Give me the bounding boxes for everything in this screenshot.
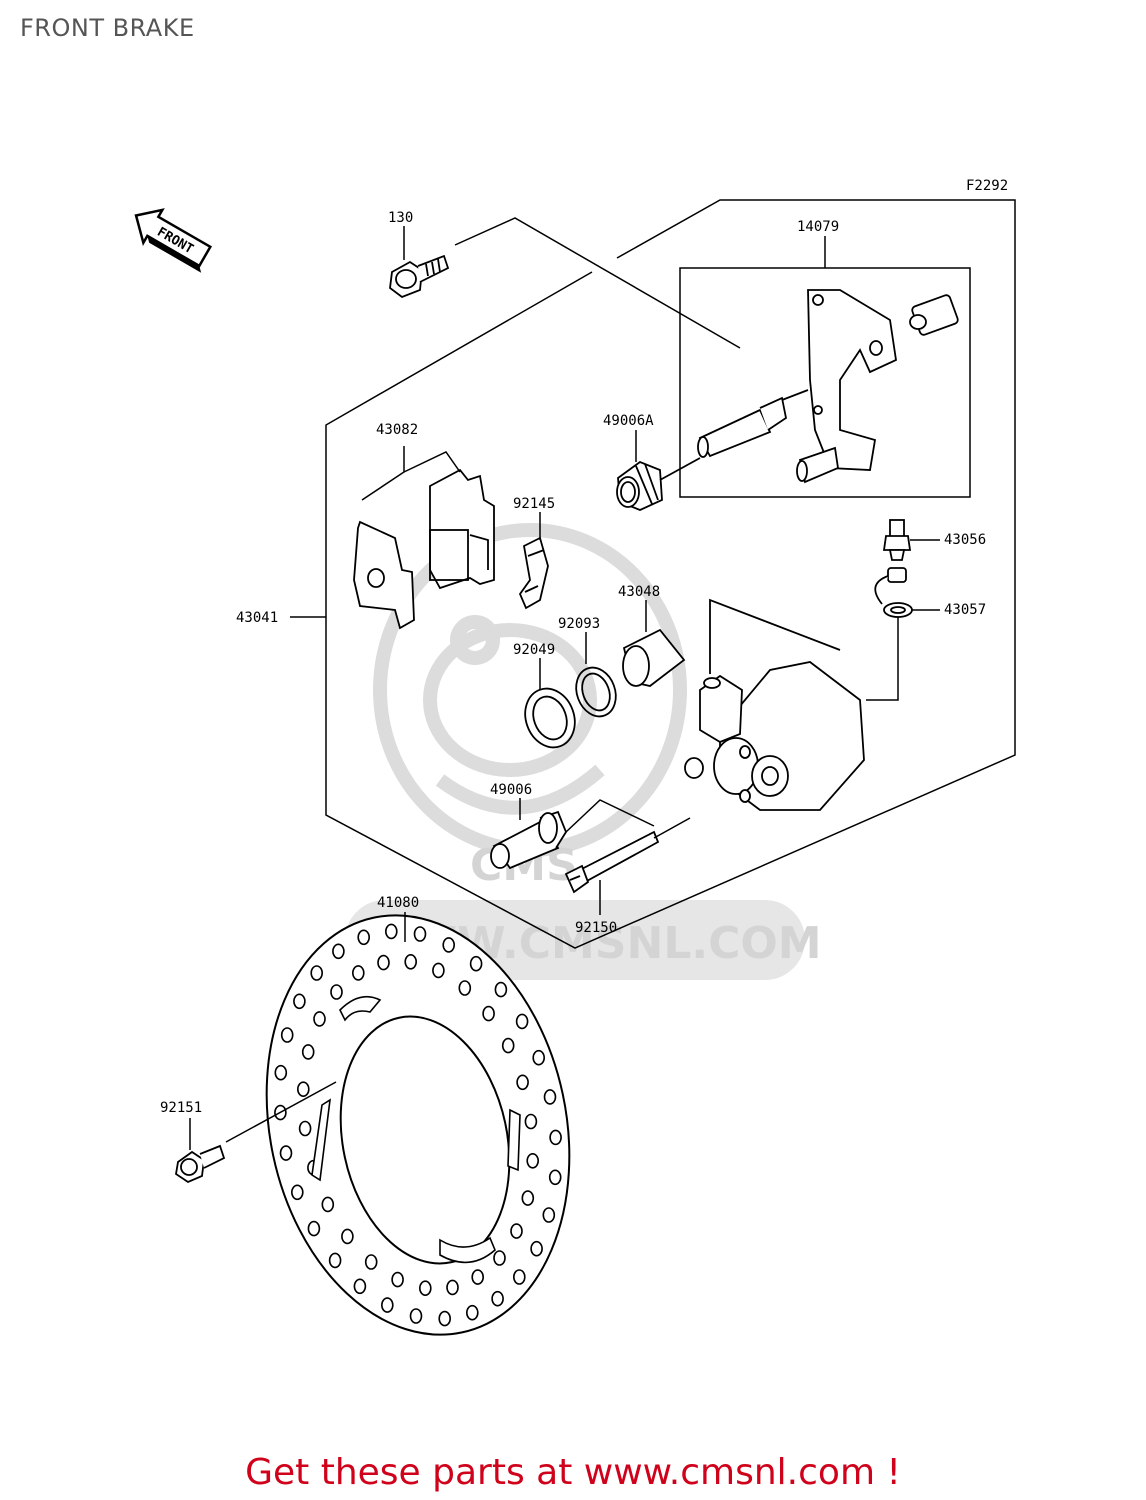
pin-bolt-92150	[564, 830, 660, 894]
label-92093: 92093	[558, 616, 600, 632]
disc-hole	[526, 1153, 540, 1169]
disc-hole	[351, 965, 365, 981]
label-14079: 14079	[797, 219, 839, 235]
footer-cta-link[interactable]: Get these parts at www.cmsnl.com !	[245, 1452, 901, 1493]
exploded-parts-diagram: CMS WWW.CMSNL.COM F2292 FRONT 130	[134, 178, 1016, 1336]
boot-49006A	[616, 457, 701, 511]
pad-spring-92145	[518, 536, 549, 610]
disc-hole	[357, 929, 371, 946]
disc-hole	[364, 1254, 378, 1270]
disc-hole	[501, 1037, 515, 1054]
disc-hole	[310, 965, 324, 981]
disc-hole	[353, 1278, 367, 1295]
disc-hole	[521, 1190, 535, 1206]
label-41080: 41080	[377, 895, 419, 911]
label-49006: 49006	[490, 782, 532, 798]
disc-hole	[298, 1120, 312, 1137]
disc-hole	[530, 1240, 543, 1257]
label-130: 130	[388, 210, 413, 226]
disc-hole	[330, 984, 343, 1000]
seal-92093	[575, 666, 617, 718]
label-49006A: 49006A	[603, 413, 654, 429]
disc-hole	[510, 1223, 523, 1239]
disc-hole	[516, 1074, 529, 1091]
disc-hole	[465, 1304, 479, 1321]
disc-hole	[409, 1308, 423, 1324]
disc-hole	[446, 1279, 459, 1296]
label-92151: 92151	[160, 1100, 202, 1116]
disc-hole	[482, 1005, 495, 1022]
disc-hole	[442, 937, 456, 953]
brake-pads-43082	[353, 468, 495, 630]
disc-hole	[279, 1145, 293, 1161]
caliper-assembly-outline	[325, 199, 1016, 949]
disc-hole	[307, 1220, 321, 1237]
disc-hole	[515, 1013, 529, 1030]
disc-hole	[512, 1269, 526, 1285]
disc-hole	[549, 1129, 562, 1146]
label-92049: 92049	[513, 642, 555, 658]
disc-hole	[548, 1169, 562, 1186]
disc-hole	[321, 1196, 335, 1213]
disc-hole	[471, 1269, 485, 1285]
label-92145: 92145	[513, 496, 555, 512]
cap-43057	[874, 567, 913, 618]
disc-hole	[432, 962, 445, 979]
disc-hole	[494, 981, 508, 998]
bolt-92151	[175, 1144, 226, 1184]
label-43082: 43082	[376, 422, 418, 438]
label-43056: 43056	[944, 532, 986, 548]
disc-hole	[280, 1027, 294, 1043]
disc-hole	[384, 923, 398, 940]
disc-hole	[293, 993, 306, 1010]
label-92150: 92150	[575, 920, 617, 936]
page-title: FRONT BRAKE	[20, 14, 195, 42]
disc-hole	[391, 1271, 404, 1288]
piston-43048	[622, 628, 686, 687]
disc-hole	[296, 1081, 310, 1097]
disc-hole	[313, 1011, 326, 1027]
bolt-130	[389, 254, 450, 299]
disc-hole	[469, 955, 483, 972]
disc-hole	[377, 954, 390, 971]
disc-hole	[532, 1049, 546, 1066]
disc-hole	[413, 926, 427, 942]
bleed-valve-43056	[882, 519, 912, 561]
disc-hole	[458, 980, 472, 996]
figure-code: F2292	[966, 178, 1008, 194]
disc-hole	[542, 1207, 556, 1223]
disc-hole	[332, 943, 345, 960]
disc-hole	[543, 1089, 557, 1105]
disc-hole	[404, 953, 418, 970]
disc-hole	[290, 1184, 304, 1201]
disc-hole	[493, 1250, 506, 1266]
disc-hole	[301, 1044, 315, 1060]
disc-hole	[438, 1310, 452, 1327]
brake-disc-41080	[265, 914, 571, 1336]
guide-pin-49006	[490, 810, 568, 870]
disc-hole	[491, 1290, 504, 1307]
disc-hole	[524, 1113, 538, 1130]
front-arrow-icon: FRONT	[134, 208, 213, 273]
disc-hole	[274, 1064, 288, 1081]
caliper-bracket-14079	[697, 289, 959, 484]
caliper-body	[684, 598, 865, 811]
label-43041: 43041	[236, 610, 278, 626]
label-43048: 43048	[618, 584, 660, 600]
label-43057: 43057	[944, 602, 986, 618]
disc-hole	[418, 1280, 432, 1296]
disc-hole	[341, 1228, 354, 1245]
disc-hole	[328, 1252, 342, 1269]
disc-hole	[380, 1297, 394, 1313]
